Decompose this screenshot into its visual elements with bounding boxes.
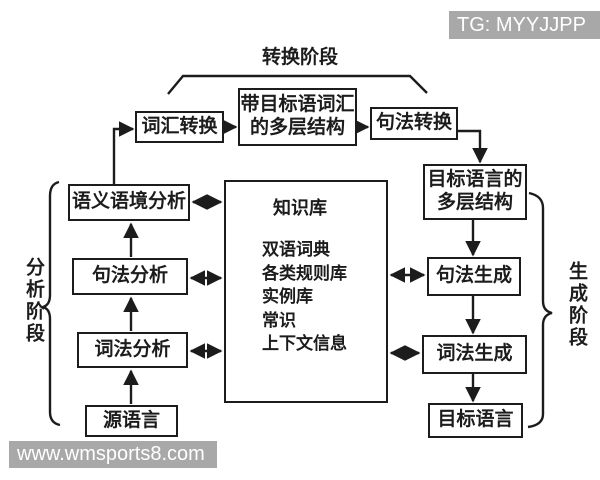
analysis-phase-brace — [38, 180, 61, 427]
box-lexical-generation: 词法生成 — [422, 335, 527, 374]
kb-item-rule-bases: 各类规则库 — [262, 263, 347, 283]
transfer-phase-label: 转换阶段 — [261, 47, 338, 68]
watermark-top-right: TG: MYYJJPP — [449, 11, 600, 39]
generation-phase-label: 生成阶段 — [566, 261, 587, 349]
knowledge-base-title: 知识库 — [273, 198, 327, 218]
transfer-phase-bracket — [167, 74, 428, 95]
watermark-bottom-left-text: www.wmsports8.com — [17, 443, 205, 465]
box-target-multilayer-structure: 目标语言的 多层结构 — [423, 164, 527, 220]
box-syntactic-transfer: 句法转换 — [370, 107, 458, 140]
box-syntactic-analysis: 句法分析 — [72, 258, 188, 295]
watermark-bottom-left: www.wmsports8.com — [9, 441, 217, 468]
box-target-language: 目标语言 — [428, 403, 523, 438]
box-target-multilayer-line2: 多层结构 — [436, 192, 513, 213]
kb-item-bilingual-dictionary: 双语词典 — [262, 240, 330, 259]
kb-item-example-base: 实例库 — [262, 287, 313, 306]
box-knowledge-base — [224, 180, 388, 403]
box-target-vocab-structure: 带目标语词汇 的多层结构 — [238, 88, 357, 146]
box-semantic-context-analysis-label: 语义语境分析 — [71, 191, 186, 213]
box-syntactic-analysis-label: 句法分析 — [91, 265, 168, 287]
box-lexical-transfer-label: 词汇转换 — [141, 115, 218, 137]
box-source-language-label: 源语言 — [102, 409, 160, 431]
box-lexical-transfer: 词汇转换 — [135, 111, 224, 143]
box-target-vocab-structure-line2: 的多层结构 — [249, 117, 345, 138]
box-source-language: 源语言 — [85, 405, 178, 437]
watermark-top-right-text: TG: MYYJJPP — [457, 13, 586, 36]
arrow-semantic-to-lexical-transfer — [112, 121, 135, 185]
box-target-vocab-structure-line1: 带目标语词汇 — [240, 94, 355, 116]
box-target-language-label: 目标语言 — [437, 409, 514, 431]
knowledge-base-list: 双语词典 各类规则库 实例库 常识 上下文信息 — [262, 238, 372, 356]
box-lexical-analysis: 词法分析 — [77, 332, 188, 368]
box-syntactic-transfer-label: 句法转换 — [375, 112, 452, 134]
box-syntactic-generation-label: 句法生成 — [435, 265, 512, 287]
box-lexical-generation-label: 词法生成 — [436, 343, 513, 365]
box-semantic-context-analysis: 语义语境分析 — [68, 184, 190, 221]
kb-item-common-sense: 常识 — [262, 310, 296, 330]
generation-phase-brace — [527, 191, 553, 429]
box-syntactic-generation: 句法生成 — [427, 257, 521, 296]
arrow-syntactic-transfer-to-target-structure — [458, 129, 488, 164]
box-lexical-analysis-label: 词法分析 — [94, 338, 171, 360]
kb-item-context-info: 上下文信息 — [262, 334, 347, 353]
analysis-phase-label: 分析阶段 — [23, 257, 44, 345]
box-target-multilayer-line1: 目标语言的 — [427, 169, 523, 191]
